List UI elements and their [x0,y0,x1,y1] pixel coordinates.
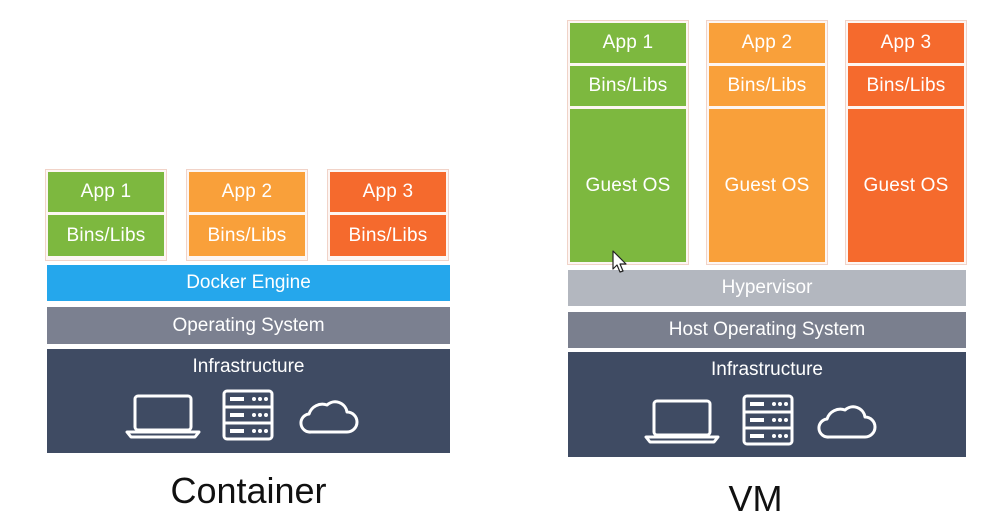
vm-app-1-guest-os: Guest OS [570,109,686,262]
container-infrastructure-label: Infrastructure [192,356,305,377]
laptop-icon [644,399,720,444]
container-app-2-stack: App 2 Bins/Libs [186,169,308,261]
vm-app-3-libs: Bins/Libs [848,66,964,106]
server-icon [742,394,794,446]
container-caption: Container [170,470,327,511]
container-app-2-label: App 2 [189,172,305,212]
cloud-icon [817,405,877,439]
vm-app-1-libs: Bins/Libs [570,66,686,106]
container-app-1-stack: App 1 Bins/Libs [45,169,167,261]
container-app-3-stack: App 3 Bins/Libs [327,169,449,261]
container-app-1-label: App 1 [48,172,164,212]
operating-system-layer: Operating System [47,307,450,344]
mouse-cursor-icon [612,250,627,273]
container-app-2-libs: Bins/Libs [189,215,305,256]
container-app-3-libs: Bins/Libs [330,215,446,256]
vm-app-2-libs: Bins/Libs [709,66,825,106]
vm-caption: VM [728,478,783,519]
vm-infrastructure-label: Infrastructure [711,359,823,380]
vm-app-2-stack: App 2 Bins/Libs Guest OS [706,20,828,265]
docker-engine-layer: Docker Engine [47,265,450,301]
vm-app-3-label: App 3 [848,23,964,63]
laptop-icon [125,394,201,439]
container-app-3-label: App 3 [330,172,446,212]
vm-app-2-label: App 2 [709,23,825,63]
host-operating-system-layer: Host Operating System [568,312,966,348]
vm-infrastructure-layer: Infrastructure [568,352,966,457]
cloud-icon [299,400,359,434]
vm-app-3-stack: App 3 Bins/Libs Guest OS [845,20,967,265]
server-icon [222,389,274,441]
hypervisor-layer: Hypervisor [568,270,966,306]
vm-app-1-label: App 1 [570,23,686,63]
vm-app-3-guest-os: Guest OS [848,109,964,262]
container-infrastructure-layer: Infrastructure [47,349,450,453]
vm-app-1-stack: App 1 Bins/Libs Guest OS [567,20,689,265]
vm-app-2-guest-os: Guest OS [709,109,825,262]
container-app-1-libs: Bins/Libs [48,215,164,256]
